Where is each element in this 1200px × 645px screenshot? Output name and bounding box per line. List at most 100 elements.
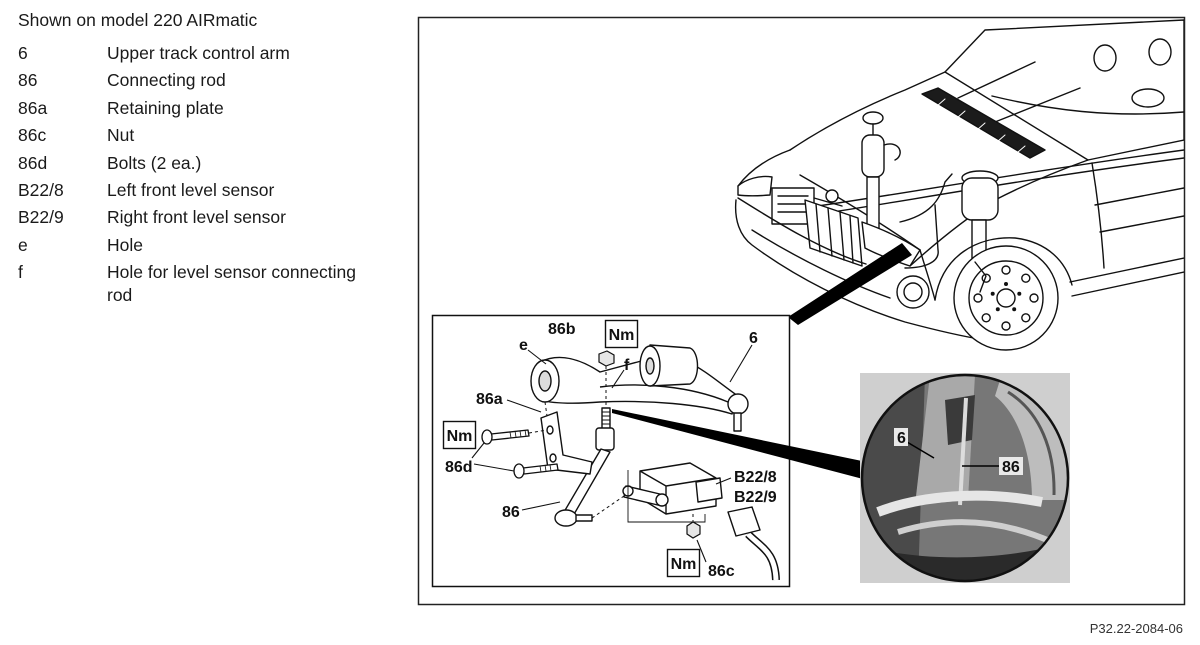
legend-row: B22/9 Right front level sensor (18, 206, 369, 233)
legend-description: Connecting rod (107, 70, 226, 91)
lug-hole (1017, 291, 1022, 296)
leader-86c (696, 539, 707, 563)
detail-view: 86b Nm 6 e f 86a Nm 86d B22/8 B22/9 86 N… (431, 314, 791, 588)
label-86b: 86b (548, 321, 576, 338)
assembly-line-bushing (544, 401, 548, 417)
leader-f (611, 369, 625, 389)
grille-slats (815, 203, 854, 264)
leader-86d-upper (471, 442, 485, 459)
bumper-middle-line (751, 229, 891, 299)
legend-code: 86 (18, 70, 38, 91)
legend-description: Hole for level sensor connecting rod (107, 262, 357, 306)
stud-thread (602, 411, 610, 425)
bolt-upper-thread (509, 429, 527, 439)
bolts (481, 429, 559, 479)
legend-description: Right front level sensor (107, 207, 286, 228)
label-6: 6 (749, 330, 758, 347)
vehicle-front-view (734, 19, 1184, 351)
leader-86 (521, 501, 561, 511)
rim-opening (1029, 293, 1039, 303)
wheel-hub (996, 288, 1016, 308)
far-air-spring (861, 134, 885, 178)
rim-opening (981, 273, 991, 283)
body-side-lower (1069, 257, 1184, 283)
brake-line-branch (904, 204, 939, 269)
rim-opening (973, 293, 983, 303)
rim-opening (981, 313, 991, 323)
detail-pointer-wedge (788, 243, 912, 325)
legend-row: B22/8 Left front level sensor (18, 179, 369, 206)
cowl-vent-louvers (936, 98, 1026, 153)
plate-hole-upper (546, 425, 554, 435)
lug-hole (995, 307, 1000, 312)
far-headlight (737, 175, 773, 197)
photo-cable-lower (897, 519, 1054, 545)
photo-pointer-line (612, 409, 863, 479)
legend-row: e Hole (18, 234, 369, 261)
torque-box-left (442, 420, 477, 450)
connector-plug (727, 506, 761, 537)
legend-code: f (18, 262, 23, 283)
legend-code: 6 (18, 43, 28, 63)
lug-hole (990, 291, 995, 296)
label-86c: 86c (708, 563, 735, 580)
legend-row: 86d Bolts (2 ea.) (18, 152, 369, 179)
wheel-rim (968, 260, 1044, 336)
leader-86d-lower (473, 463, 515, 472)
photo-label-6: 6 (897, 430, 906, 447)
connector-cable (746, 532, 779, 581)
legend-description: Upper track control arm (107, 43, 290, 63)
bolt-upper-head (481, 429, 493, 445)
leader-6 (729, 344, 753, 383)
legend-row: 86a Retaining plate (18, 97, 369, 124)
near-fender-front (919, 249, 936, 301)
torque-label-top: Nm (609, 327, 635, 344)
far-fender-top (789, 71, 946, 151)
ball-joint (727, 393, 749, 415)
valve-block-detail (777, 195, 843, 215)
air-line-to-strut (899, 173, 953, 223)
star-emblem (825, 189, 839, 203)
bumper-upper-line (737, 197, 867, 265)
legend-description: Retaining plate (107, 97, 224, 118)
assembly-outline (627, 470, 706, 523)
label-86d: 86d (445, 459, 473, 476)
legend-row: 86 Connecting rod (18, 69, 369, 96)
far-strut-top-mount (862, 111, 884, 125)
engine-bay-edge (799, 174, 921, 251)
photo-connecting-rod (958, 397, 968, 506)
torque-box-top (604, 319, 639, 349)
bolt-lower-thread (539, 464, 552, 473)
legend-row: 86c Nut (18, 124, 369, 151)
photo-cable-upper (876, 490, 1043, 517)
rod-lower-socket (554, 509, 578, 527)
far-strut-hose (883, 143, 901, 161)
photo-disc-ring (1007, 390, 1056, 496)
legend-description: Left front level sensor (107, 179, 275, 200)
figure-id: P32.22-2084-06 (1089, 621, 1183, 636)
plate-hole-lower (549, 453, 557, 463)
torque-label-bottom: Nm (671, 556, 697, 573)
label-86a: 86a (476, 391, 503, 408)
seat-headrest-right (1148, 38, 1172, 66)
wiper-arm-left (957, 61, 1036, 99)
character-line-upper (1094, 187, 1184, 206)
label-f: f (624, 357, 630, 374)
wheel-arch (934, 237, 1073, 301)
sensor-connector (727, 506, 780, 581)
fog-light-lens (903, 282, 923, 302)
leader-e (527, 349, 547, 365)
lug-hole (1004, 282, 1008, 286)
near-air-spring (961, 177, 999, 221)
legend-code: 86c (18, 125, 47, 146)
strut-knuckle (974, 261, 987, 293)
nut-86b (598, 350, 615, 367)
character-line-lower (1099, 215, 1184, 233)
lever-pivot (655, 493, 669, 507)
rod-lower-stud (575, 514, 593, 522)
legend-row: f Hole for level sensor connecting rod (18, 261, 369, 311)
assembly-line-rod-lever (591, 495, 625, 519)
legend-code: 86a (18, 97, 48, 118)
bolt-lower-head (513, 463, 525, 479)
